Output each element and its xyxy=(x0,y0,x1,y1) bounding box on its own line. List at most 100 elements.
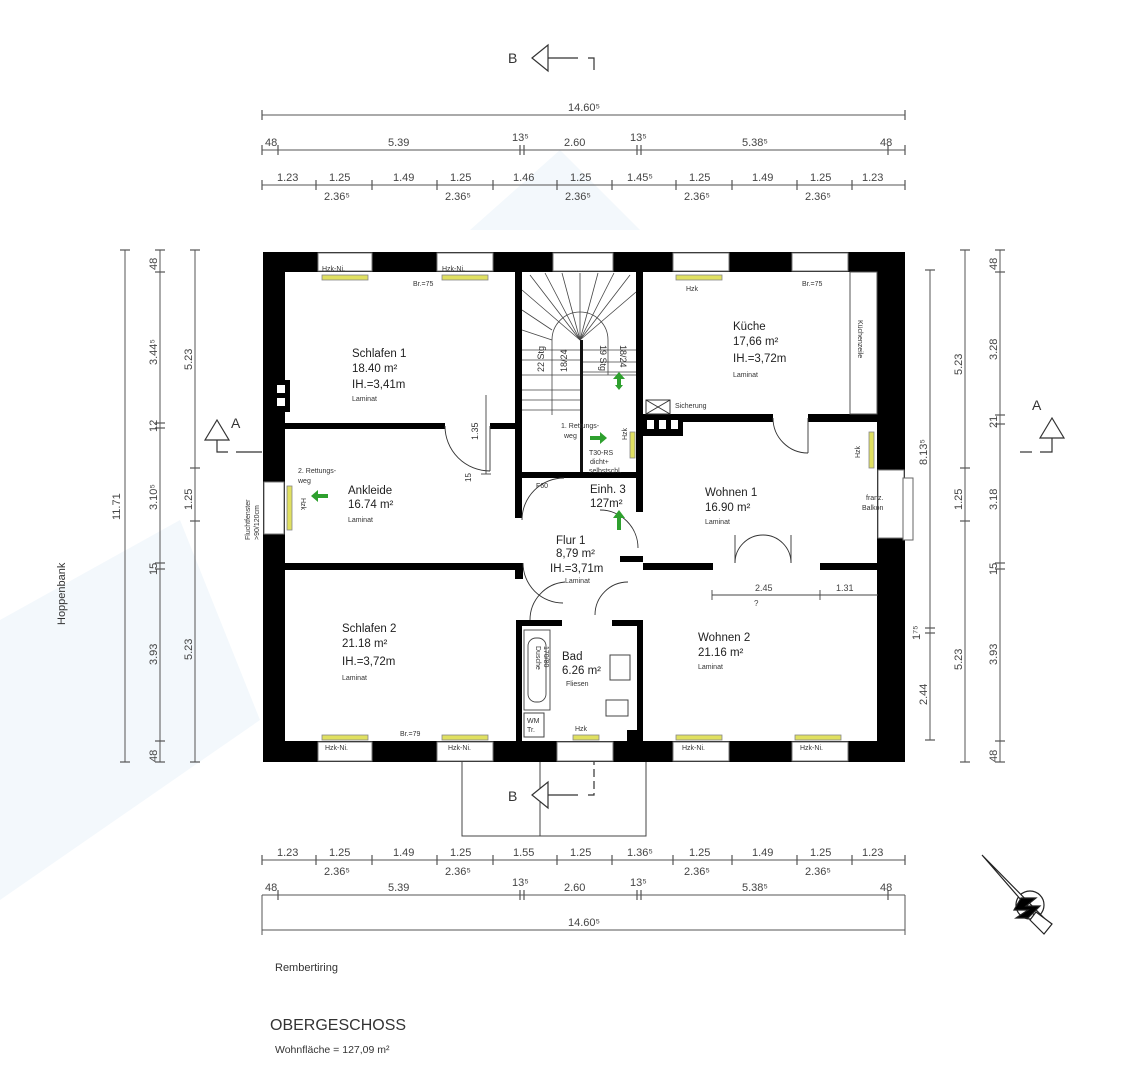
living-area: Wohnfläche = 127,09 m² xyxy=(275,1044,390,1056)
svg-text:Dusche: Dusche xyxy=(534,646,541,670)
svg-text:1.23: 1.23 xyxy=(862,847,883,859)
svg-text:13⁵: 13⁵ xyxy=(512,877,529,889)
svg-text:12: 12 xyxy=(148,420,160,432)
svg-text:Fluchtfenster: Fluchtfenster xyxy=(245,499,252,540)
svg-text:2.45: 2.45 xyxy=(755,583,773,593)
svg-text:Laminat: Laminat xyxy=(733,372,758,379)
arrow-up-icon xyxy=(613,510,625,530)
svg-text:dicht+: dicht+ xyxy=(590,459,609,466)
svg-text:3.10⁵: 3.10⁵ xyxy=(148,484,160,510)
svg-text:Br.=79: Br.=79 xyxy=(400,731,421,738)
svg-text:Bad: Bad xyxy=(562,651,582,663)
svg-text:Hzk: Hzk xyxy=(299,498,306,511)
svg-text:127m²: 127m² xyxy=(590,498,623,510)
svg-text:1.31: 1.31 xyxy=(836,583,854,593)
svg-text:B: B xyxy=(508,50,517,66)
svg-text:5.23: 5.23 xyxy=(183,349,195,370)
svg-text:franz.: franz. xyxy=(866,495,884,502)
svg-text:Küchenzeile: Küchenzeile xyxy=(856,320,863,358)
room-wohnen-2: Wohnen 2 21.16 m² Laminat xyxy=(698,632,750,671)
svg-text:48: 48 xyxy=(148,750,160,762)
wohnen2-dim xyxy=(711,590,878,600)
section-b-top-marker: B xyxy=(508,43,595,73)
svg-text:T30-RS: T30-RS xyxy=(589,450,613,457)
svg-text:5.23: 5.23 xyxy=(183,639,195,660)
svg-text:Hzk-Ni.: Hzk-Ni. xyxy=(322,266,345,273)
arrow-up-icon xyxy=(613,372,625,390)
svg-text:48: 48 xyxy=(880,137,892,149)
dim-left: 11.71 48 3.44⁵ 12 3.10⁵ 15 3.93 48 5.23 … xyxy=(111,258,195,762)
svg-text:Laminat: Laminat xyxy=(342,675,367,682)
svg-text:F60: F60 xyxy=(536,483,548,490)
heater-labels: Hzk-Ni. Hzk-Ni. Br.=75 Hzk Br.=75 Hzk-Ni… xyxy=(299,266,862,752)
svg-text:selbstschl.: selbstschl. xyxy=(589,468,622,475)
svg-text:1.25: 1.25 xyxy=(450,172,471,184)
svg-text:Wohnen 2: Wohnen 2 xyxy=(698,632,750,644)
bathtub xyxy=(523,629,551,711)
right-dimension-chain xyxy=(925,249,1005,763)
svg-text:WM: WM xyxy=(527,718,540,725)
svg-text:Hzk-Ni.: Hzk-Ni. xyxy=(800,745,823,752)
svg-text:18/24: 18/24 xyxy=(559,349,569,372)
dim-top-row2: 48 5.39 13⁵ 2.60 13⁵ 5.38⁵ 48 xyxy=(265,132,892,149)
dim-right: 8.13⁵ 1⁷⁵ 2.44 5.23 1.25 5.23 48 3.28 21… xyxy=(911,258,1000,762)
bath-fixtures xyxy=(605,654,631,717)
svg-text:2.36⁵: 2.36⁵ xyxy=(805,191,831,203)
doors xyxy=(444,417,809,621)
svg-text:2.36⁵: 2.36⁵ xyxy=(805,866,831,878)
street-left: Hoppenbank xyxy=(56,562,68,625)
svg-text:8,79 m²: 8,79 m² xyxy=(556,548,595,560)
svg-text:2.44: 2.44 xyxy=(918,684,930,705)
svg-text:Hzk-Ni.: Hzk-Ni. xyxy=(442,266,465,273)
svg-text:Hzk: Hzk xyxy=(622,427,629,440)
dim-bottom-row2: 48 5.39 13⁵ 2.60 13⁵ 5.38⁵ 48 xyxy=(265,877,892,894)
svg-text:Hzk-Ni.: Hzk-Ni. xyxy=(682,745,705,752)
svg-text:3.93: 3.93 xyxy=(988,644,1000,665)
svg-text:1.25: 1.25 xyxy=(570,172,591,184)
dim-bottom-total: 14.60⁵ xyxy=(568,917,600,929)
escape-window xyxy=(263,481,285,535)
svg-text:15: 15 xyxy=(148,563,160,575)
dim-top-row3: 1.23 1.25 1.49 1.25 1.46 1.25 1.45⁵ 1.25… xyxy=(277,172,883,203)
svg-text:Laminat: Laminat xyxy=(698,664,723,671)
svg-text:1.23: 1.23 xyxy=(862,172,883,184)
svg-text:21.16 m²: 21.16 m² xyxy=(698,647,744,659)
dim-top-total: 14.60⁵ xyxy=(568,102,600,114)
floor-title: OBERGESCHOSS xyxy=(270,1017,406,1034)
staircase xyxy=(521,272,637,415)
svg-text:3.93: 3.93 xyxy=(148,644,160,665)
kitchen-counter xyxy=(849,271,878,415)
svg-text:18/24: 18/24 xyxy=(618,345,628,368)
svg-text:Laminat: Laminat xyxy=(352,396,377,403)
balcony-bottom xyxy=(461,762,647,837)
svg-text:13⁵: 13⁵ xyxy=(630,132,647,144)
section-a-left-marker: A xyxy=(203,415,262,453)
svg-text:2.36⁵: 2.36⁵ xyxy=(445,866,471,878)
svg-text:2.36⁵: 2.36⁵ xyxy=(324,866,350,878)
svg-text:48: 48 xyxy=(265,882,277,894)
svg-text:2.36⁵: 2.36⁵ xyxy=(684,191,710,203)
svg-text:Laminat: Laminat xyxy=(348,517,373,524)
svg-text:Schlafen 2: Schlafen 2 xyxy=(342,623,396,635)
left-dimension-chain xyxy=(120,249,200,763)
svg-text:1.25: 1.25 xyxy=(570,847,591,859)
room-kueche: Küche 17,66 m² IH.=3,72m Laminat xyxy=(733,321,786,379)
svg-text:Wohnen 1: Wohnen 1 xyxy=(705,487,757,499)
svg-text:3.18: 3.18 xyxy=(988,489,1000,510)
bottom-dimension-chain xyxy=(261,855,906,935)
svg-text:2.60: 2.60 xyxy=(564,137,585,149)
svg-text:IH.=3,41m: IH.=3,41m xyxy=(352,379,405,391)
french-balcony-opening xyxy=(877,469,905,539)
svg-text:1.25: 1.25 xyxy=(183,489,195,510)
svg-text:5.38⁵: 5.38⁵ xyxy=(742,137,768,149)
svg-text:1.46: 1.46 xyxy=(513,172,534,184)
windows-top xyxy=(317,252,849,272)
svg-text:2. Rettungs-: 2. Rettungs- xyxy=(298,468,337,475)
svg-text:5.39: 5.39 xyxy=(388,137,409,149)
misc-annotations: 1. Rettungs- weg T30-RS dicht+ selbstsch… xyxy=(245,423,884,540)
svg-text:Tr.: Tr. xyxy=(527,727,535,734)
svg-text:18.40 m²: 18.40 m² xyxy=(352,363,398,375)
svg-text:IH.=3,71m: IH.=3,71m xyxy=(550,563,603,575)
svg-text:1.35: 1.35 xyxy=(470,422,480,440)
